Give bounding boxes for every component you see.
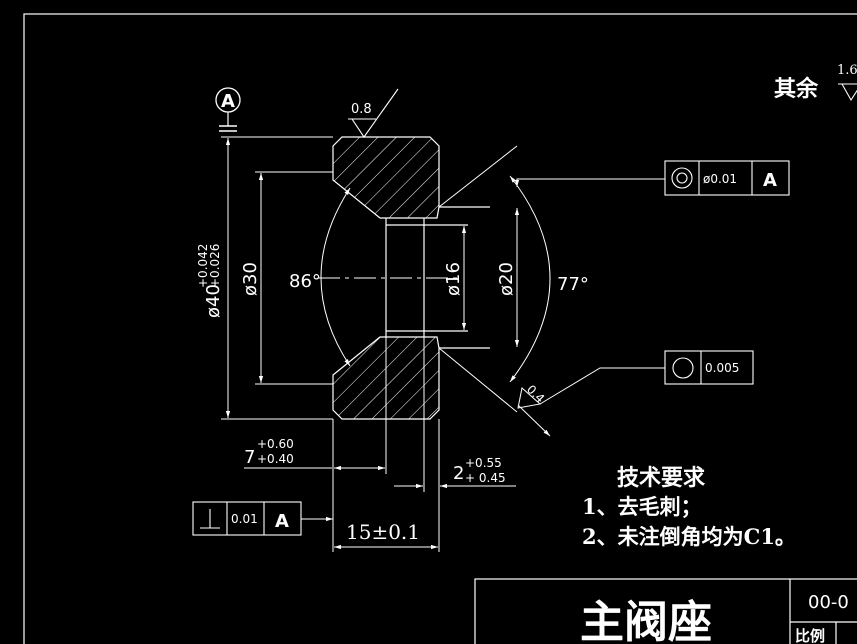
dim-dia30-value: ø30 <box>240 262 261 296</box>
dim-dia16-value: ø16 <box>443 262 464 296</box>
dim-angle86-value: 86° <box>289 271 321 292</box>
part-section <box>332 136 490 420</box>
perpendicularity-frame: 0.01 A <box>192 501 333 536</box>
concentricity-value: ø0.01 <box>703 172 737 186</box>
datum-a-letter: A <box>221 91 235 112</box>
perpendicularity-icon <box>200 509 220 529</box>
dim-dia30: ø30 <box>240 171 333 385</box>
dim-dia40-value: ø40 <box>203 284 224 318</box>
extension-lines <box>332 337 440 552</box>
concentricity-frame: ø0.01 A <box>514 160 790 196</box>
surface-finish-face-value: 0.8 <box>351 102 372 117</box>
concentricity-datum: A <box>763 170 777 191</box>
drawing-number: 00-0 <box>808 592 849 613</box>
dim-dia20: ø20 <box>496 208 520 347</box>
upper-section-hatch <box>332 136 440 219</box>
surface-finish-face: 0.8 <box>348 88 399 138</box>
dim-depth2-lower: + 0.45 <box>465 471 506 485</box>
dim-dia40-upper: +0.042 <box>196 244 210 288</box>
notes-item-1: 1、去毛刺； <box>582 494 702 519</box>
dim-depth7-value: 7 <box>244 447 255 468</box>
perpendicularity-datum: A <box>275 511 289 532</box>
dim-depth7: 7 +0.60 +0.40 <box>244 437 385 471</box>
perpendicularity-value: 0.01 <box>231 512 258 526</box>
datum-a-symbol: A <box>215 87 241 132</box>
roundness-value: 0.005 <box>705 361 739 375</box>
title-block: 主阀座 00-0 比例 <box>474 578 857 644</box>
dim-dia20-value: ø20 <box>496 262 517 296</box>
dim-depth7-upper: +0.60 <box>257 437 294 451</box>
dim-angle86: 86° <box>289 187 351 367</box>
surface-finish-chamfer: 0.4 <box>517 367 665 437</box>
dim-depth2-upper: +0.55 <box>465 456 502 470</box>
dim-depth2: 2 +0.55 + 0.45 <box>394 456 516 489</box>
dim-dia16: ø16 <box>443 226 467 330</box>
roundness-icon <box>672 357 694 379</box>
dim-dia40-lower: +0.026 <box>208 244 222 288</box>
drawing-border <box>23 13 857 644</box>
dim-width15: 15±0.1 <box>334 520 438 550</box>
technical-notes: 技术要求 1、去毛刺； 2、未注倒角均为C1。 <box>582 466 796 549</box>
dim-depth2-value: 2 <box>453 463 464 484</box>
dim-depth7-lower: +0.40 <box>257 452 294 466</box>
part-name: 主阀座 <box>580 597 712 644</box>
surface-finish-rest-value: 1.6 <box>837 63 857 78</box>
surface-finish-rest: 其余 1.6 <box>774 63 857 102</box>
surface-finish-rest-label: 其余 <box>774 76 819 102</box>
scale-label: 比例 <box>795 627 825 644</box>
dim-width15-value: 15±0.1 <box>346 520 420 544</box>
concentricity-icon <box>671 167 693 189</box>
dim-angle77: 77° <box>438 145 589 413</box>
roundness-frame: 0.005 <box>664 350 754 385</box>
notes-item-2: 2、未注倒角均为C1。 <box>582 524 796 549</box>
notes-title: 技术要求 <box>617 466 705 491</box>
dim-dia40: ø40 +0.042 +0.026 <box>196 136 333 420</box>
dim-angle77-value: 77° <box>557 274 589 295</box>
